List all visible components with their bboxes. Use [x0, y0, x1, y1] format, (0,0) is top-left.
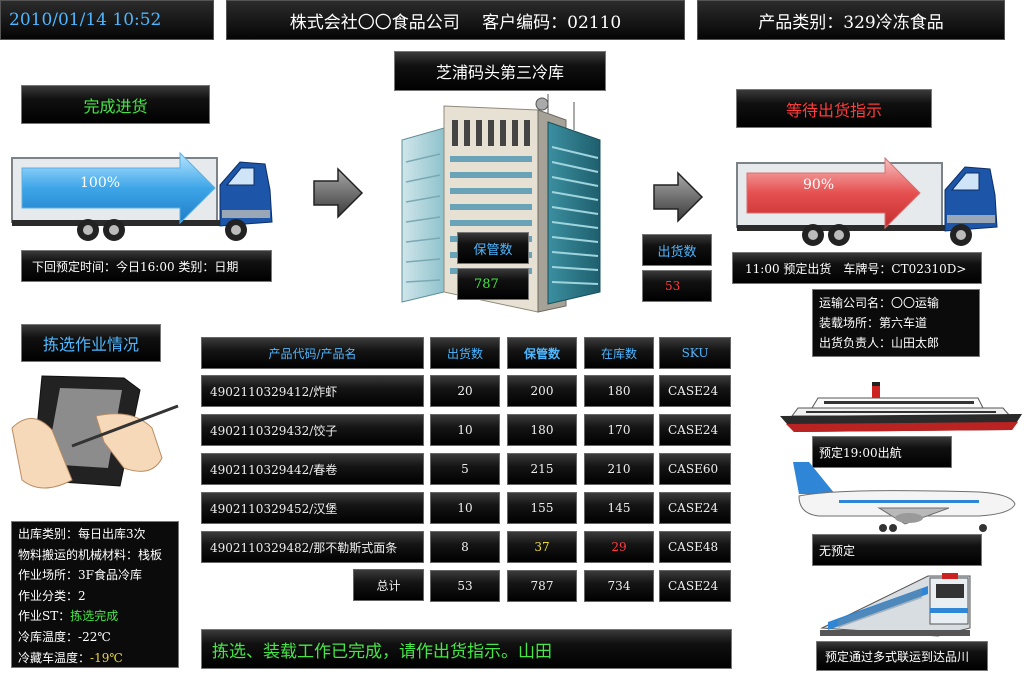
table-row-stock: 37 — [507, 531, 577, 563]
airplane-icon — [793, 462, 1016, 532]
picking-info-row: 冷库温度：-22℃ — [18, 629, 111, 644]
outbound-schedule: 11:00 预定出货 车牌号：CT02310D> — [732, 252, 982, 284]
table-row-product: 4902110329432/饺子 — [201, 414, 424, 446]
table-row-inventory: 210 — [584, 453, 654, 485]
warehouse-title: 芝浦码头第三冷库 — [394, 51, 606, 91]
company-header: 株式会社〇〇食品公司 客户编码：02110 — [226, 0, 685, 40]
table-row-sku: CASE24 — [659, 414, 731, 446]
train-icon — [820, 573, 971, 637]
table-row-inventory: 170 — [584, 414, 654, 446]
table-row-stock: 180 — [507, 414, 577, 446]
datetime-text: 2010/01/14 10:52 — [9, 10, 162, 30]
warehouse-stock-label-text: 保管数 — [473, 242, 513, 258]
picking-info-row: 冷藏车温度：-19℃ — [18, 650, 123, 665]
category-text: 产品类别：329冷冻食品 — [758, 12, 944, 33]
picking-info-row: 作业ST：拣选完成 — [18, 609, 119, 624]
outbound-arrow-icon — [653, 171, 704, 223]
picking-info-row: 作业分类：2 — [18, 588, 86, 603]
inbound-next-time-text: 下回预定时间：今日16:00 类别：日期 — [32, 259, 239, 274]
table-row-ship: 10 — [430, 492, 500, 524]
transport-company: 运输公司名：〇〇运输 — [819, 296, 940, 310]
table-row-stock: 155 — [507, 492, 577, 524]
ship-status: 预定19:00出航 — [812, 436, 952, 468]
table-row-inventory: 180 — [584, 375, 654, 407]
table-row-inventory: 29 — [584, 531, 654, 563]
inbound-arrow-icon — [313, 167, 364, 219]
picking-info-row: 出库类别：每日出库3次 — [18, 527, 146, 541]
ship-count-value: 53 — [642, 270, 712, 302]
table-row-ship: 20 — [430, 375, 500, 407]
table-total-sku: CASE24 — [659, 570, 731, 602]
tablet-writing-icon — [11, 375, 179, 489]
warehouse-stock-value-text: 787 — [474, 276, 499, 292]
outbound-truck-icon — [736, 156, 998, 246]
picking-title-text: 拣选作业情况 — [42, 335, 139, 354]
inbound-progress-label: 100% — [80, 175, 121, 191]
picking-title: 拣选作业情况 — [21, 324, 161, 362]
table-row-stock: 200 — [507, 375, 577, 407]
ship-count-value-text: 53 — [665, 279, 681, 293]
outbound-details: 运输公司名：〇〇运输 装载场所：第六车道 出货负责人：山田太郎 — [812, 289, 980, 357]
outbound-status-text: 等待出货指示 — [785, 100, 882, 120]
datetime-display: 2010/01/14 10:52 — [0, 0, 214, 40]
table-row-sku: CASE60 — [659, 453, 731, 485]
warehouse-title-text: 芝浦码头第三冷库 — [435, 63, 564, 82]
plane-status: 无预定 — [812, 534, 982, 566]
status-message: 拣选、装载工作已完成，请作出货指示。山田 — [201, 629, 732, 669]
col-header-ship: 出货数 — [430, 337, 500, 369]
table-total-stock: 787 — [507, 570, 577, 602]
inbound-status: 完成进货 — [21, 85, 210, 124]
picking-info-row: 作业场所：3F食品冷库 — [18, 568, 142, 583]
table-row-sku: CASE24 — [659, 375, 731, 407]
ship-icon — [780, 382, 1022, 432]
ship-status-text: 预定19:00出航 — [819, 445, 902, 460]
picking-info: 出库类别：每日出库3次 物料搬运的机械材料：栈板 作业场所：3F食品冷库 作业分… — [11, 521, 179, 668]
loading-place: 装载场所：第六车道 — [819, 316, 928, 330]
table-total-label: 总计 — [353, 569, 424, 601]
outbound-status: 等待出货指示 — [736, 89, 932, 128]
col-header-stock: 保管数 — [507, 337, 577, 369]
company-text: 株式会社〇〇食品公司 客户编码：02110 — [289, 12, 622, 33]
col-header-product: 产品代码/产品名 — [201, 337, 424, 369]
table-row-product: 4902110329442/春卷 — [201, 453, 424, 485]
warehouse-stock-label: 保管数 — [457, 232, 529, 264]
status-message-text: 拣选、装载工作已完成，请作出货指示。山田 — [212, 641, 552, 662]
train-status: 预定通过多式联运到达品川 — [816, 641, 988, 671]
table-row-sku: CASE48 — [659, 531, 731, 563]
table-row-product: 4902110329452/汉堡 — [201, 492, 424, 524]
table-row-product: 4902110329482/那不勒斯式面条 — [201, 531, 424, 563]
outbound-schedule-text: 11:00 预定出货 车牌号：CT02310D> — [745, 261, 967, 276]
col-header-sku: SKU — [659, 337, 731, 369]
shipping-manager: 出货负责人：山田太郎 — [819, 336, 940, 350]
table-row-ship: 8 — [430, 531, 500, 563]
ship-count-label-text: 出货数 — [657, 244, 697, 260]
col-header-inventory: 在库数 — [584, 337, 654, 369]
train-status-text: 预定通过多式联运到达品川 — [825, 649, 970, 664]
picking-info-row: 物料搬运的机械材料：栈板 — [18, 547, 163, 562]
inbound-status-text: 完成进货 — [83, 96, 148, 116]
ship-count-label: 出货数 — [642, 234, 712, 266]
category-header: 产品类别：329冷冻食品 — [697, 0, 1005, 40]
plane-status-text: 无预定 — [819, 543, 856, 558]
table-row-ship: 5 — [430, 453, 500, 485]
outbound-progress-label: 90% — [803, 177, 835, 193]
table-total-ship: 53 — [430, 570, 500, 602]
table-row-sku: CASE24 — [659, 492, 731, 524]
table-total-inventory: 734 — [584, 570, 654, 602]
warehouse-stock-value: 787 — [457, 268, 529, 300]
inbound-truck-icon — [11, 151, 273, 241]
table-row-product: 4902110329412/炸虾 — [201, 375, 424, 407]
inbound-next-time: 下回预定时间：今日16:00 类别：日期 — [21, 250, 272, 282]
table-row-ship: 10 — [430, 414, 500, 446]
table-row-inventory: 145 — [584, 492, 654, 524]
table-row-stock: 215 — [507, 453, 577, 485]
